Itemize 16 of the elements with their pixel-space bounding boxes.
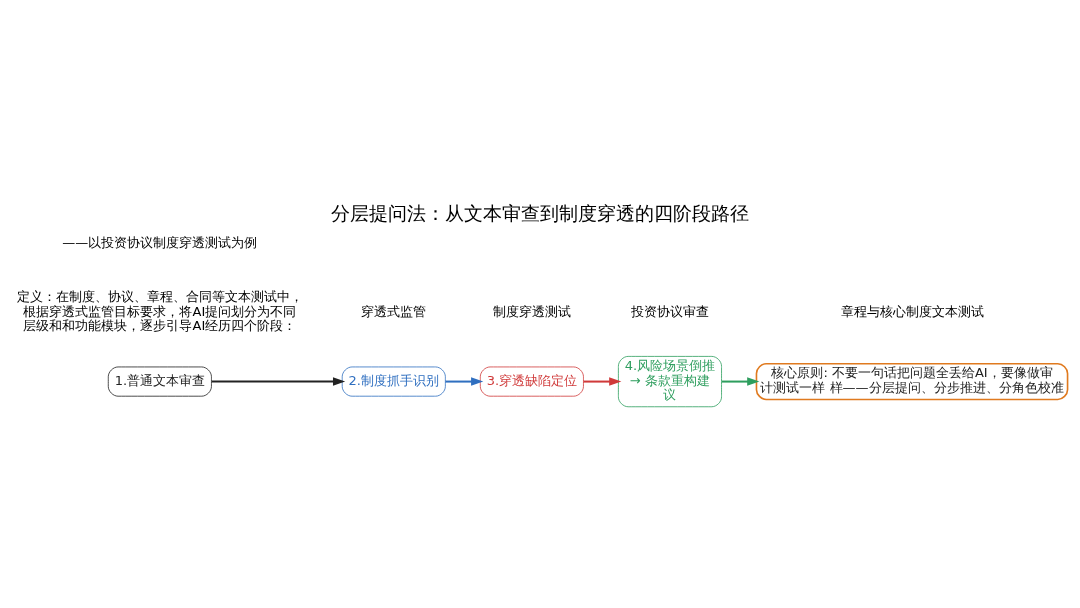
label: ——以投资协议制度穿透测试为例	[62, 234, 258, 250]
node-box: 核心原则: 不要一句话把问题全丢给AI，要像做审计测试一样 样——分层提问、分步推进、分角色校准	[755, 362, 1069, 401]
arrow	[445, 377, 484, 386]
node-box: 3.穿透缺陷定位	[479, 366, 584, 397]
diagram-title: 分层提问法：从文本审查到制度穿透的四阶段路径	[331, 202, 749, 226]
label: 穿透式监管	[361, 303, 427, 319]
arrow	[211, 377, 346, 386]
label: 制度穿透测试	[492, 303, 571, 319]
arrow	[721, 377, 760, 386]
node-box: 1.普通文本审查	[107, 366, 212, 397]
label: 定义：在制度、协议、章程、合同等文本测试中，根据穿透式监管目标要求，将AI提问划分为不同层级和和功能模块，逐步引导AI经历四个阶段：	[16, 288, 303, 334]
arrow	[583, 377, 622, 386]
node-box: 2.制度抓手识别	[341, 366, 446, 397]
label: 章程与核心制度文本测试	[840, 303, 984, 319]
node-box: 4.风险场景倒推 → 条款重构建议	[617, 356, 722, 408]
label: 投资协议审查	[630, 303, 709, 319]
